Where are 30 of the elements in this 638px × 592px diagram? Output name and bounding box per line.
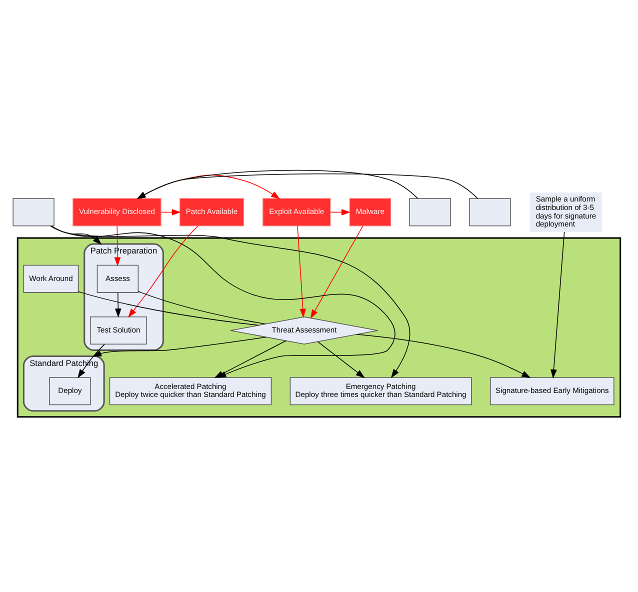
connector bbox=[78, 290, 259, 326]
arrow bbox=[114, 225, 121, 266]
node-box: Accelerated Patching Deploy twice quicker than Standard Patching bbox=[109, 376, 272, 405]
node-box bbox=[12, 198, 54, 226]
arrow bbox=[297, 225, 306, 318]
arrow bbox=[114, 292, 122, 318]
arrow bbox=[51, 225, 102, 244]
arrow bbox=[550, 231, 565, 378]
arrow bbox=[318, 340, 365, 378]
arrow bbox=[160, 208, 181, 215]
arrow bbox=[92, 336, 266, 356]
node-box: Work Around bbox=[23, 264, 79, 292]
arrow bbox=[356, 334, 531, 378]
node-box: Signature-based Early Mitigations bbox=[490, 376, 614, 405]
node-box bbox=[409, 198, 451, 226]
node-box: Sample a uniform distribution of 3-5 days for signature deployment bbox=[530, 192, 602, 232]
node-diamond: Threat Assessment bbox=[230, 316, 378, 344]
node-box: Exploit Available bbox=[262, 198, 331, 226]
node-box: Patch Available bbox=[180, 198, 244, 226]
arrow bbox=[128, 225, 198, 318]
node-box: Deploy bbox=[49, 376, 91, 405]
arrow bbox=[330, 208, 351, 215]
arrow bbox=[310, 225, 364, 318]
node-box: Assess bbox=[96, 264, 139, 292]
node-box: Emergency Patching Deploy three times quicker than Standard Patching bbox=[290, 376, 472, 405]
connector bbox=[138, 290, 266, 324]
node-box: Test Solution bbox=[90, 316, 147, 344]
node-box bbox=[469, 198, 511, 226]
node-box: Vulnerability Disclosed bbox=[72, 198, 162, 226]
node-box: Malware bbox=[349, 198, 392, 226]
